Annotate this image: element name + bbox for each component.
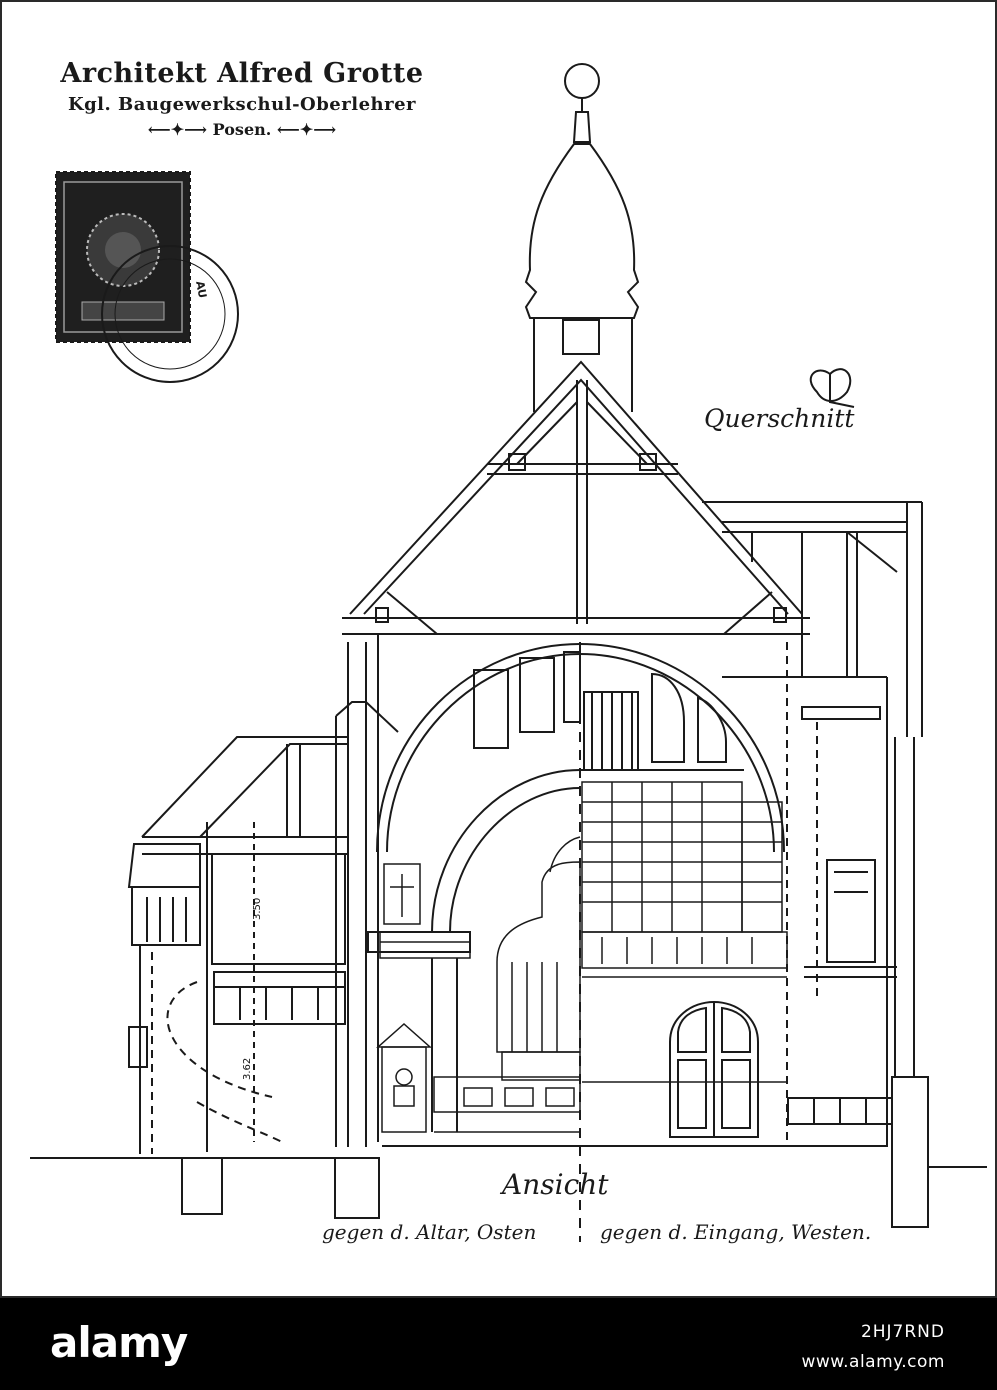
architect-city: ⟵✦⟶ Posen. ⟵✦⟶ <box>42 120 442 139</box>
ground-line <box>30 1145 987 1168</box>
church-spire <box>524 63 640 412</box>
section-label: Querschnitt <box>704 404 855 433</box>
view-west-label: gegen d. Eingang, Westen. <box>600 1220 872 1244</box>
watermark-bar <box>0 1298 997 1390</box>
revenue-stamp <box>55 171 191 343</box>
postmark-text: AU <box>193 280 209 300</box>
postmark <box>101 245 239 383</box>
side-chapel-left <box>127 634 471 1219</box>
ornament-left: ⟵✦⟶ <box>147 120 213 139</box>
watermark-image-id: 2HJ7RND <box>860 1322 945 1342</box>
side-aisle-right <box>702 501 929 1228</box>
dimension-label: 3.62 <box>242 1057 253 1080</box>
view-east-label: gegen d. Altar, Osten <box>322 1220 537 1244</box>
entrance-door <box>669 1000 759 1138</box>
roof-truss <box>342 360 810 635</box>
monogram-mark <box>809 368 855 408</box>
watermark-brand: alamy <box>50 1318 188 1367</box>
altar-retable <box>376 836 581 1133</box>
cross-section-drawing <box>30 63 987 1242</box>
architect-name: Architekt Alfred Grotte <box>60 58 424 89</box>
city-text: Posen. <box>212 120 272 139</box>
dimension-label: 3.50 <box>252 897 263 920</box>
watermark-url: www.alamy.com <box>801 1352 945 1372</box>
ornament-right: ⟵✦⟶ <box>271 120 337 139</box>
drawing-sheet: Architekt Alfred Grotte Kgl. Baugewerksc… <box>0 0 997 1298</box>
view-label: Ansicht <box>502 1168 609 1201</box>
nave-vault <box>376 642 785 1242</box>
architect-title: Kgl. Baugewerkschul-Oberlehrer <box>67 94 417 115</box>
organ-gallery <box>581 781 788 1083</box>
